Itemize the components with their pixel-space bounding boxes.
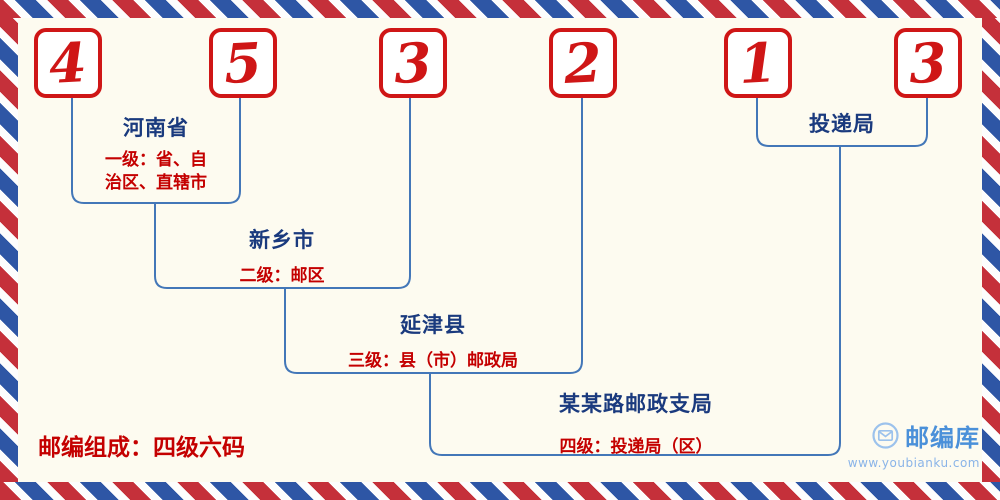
level-1-description: 一级：省、自治区、直辖市	[105, 150, 207, 193]
brand-block[interactable]: 邮编库 www.youbianku.com	[848, 418, 980, 470]
level-4-region-name: 某某路邮政支局	[559, 392, 713, 416]
brand-name[interactable]: 邮编库	[905, 424, 980, 452]
level-1-region-name: 河南省	[123, 116, 189, 140]
level-3-description: 三级：县（市）邮政局	[348, 351, 518, 371]
level-3-label: 延津县 三级：县（市）邮政局	[348, 309, 518, 371]
composition-note: 邮编组成：四级六码	[38, 435, 245, 461]
bracket-delivery-office	[756, 95, 928, 147]
delivery-office-label: 投递局	[809, 108, 875, 138]
delivery-office-name: 投递局	[809, 112, 875, 136]
envelope-logo-icon	[872, 422, 899, 449]
postal-digit-1: 4	[47, 30, 89, 96]
bracket-level-2	[154, 95, 411, 289]
airmail-border-left	[0, 18, 18, 482]
bracket-level-3	[284, 95, 583, 374]
bracket-level-1	[71, 95, 241, 204]
level-2-label: 新乡市 二级：邮区	[240, 224, 325, 286]
level-4-description: 四级：投递局（区）	[559, 437, 713, 457]
postal-digit-3: 3	[392, 30, 434, 96]
level-1-label: 河南省 一级：省、自治区、直辖市	[103, 112, 209, 195]
airmail-border-right	[982, 18, 1000, 482]
postal-digit-box-5: 1	[724, 28, 792, 98]
brand-logo-link[interactable]: 邮编库	[872, 418, 980, 453]
airmail-border-bottom	[0, 482, 1000, 500]
level-4-label: 某某路邮政支局 四级：投递局（区）	[559, 388, 713, 457]
level-3-region-name: 延津县	[400, 313, 466, 337]
airmail-border-top	[0, 0, 1000, 18]
level-2-description: 二级：邮区	[239, 266, 325, 286]
postal-digit-box-4: 2	[549, 28, 617, 98]
postal-digit-4: 2	[562, 30, 604, 96]
bracket-level-4	[429, 145, 841, 456]
postal-digit-box-3: 3	[379, 28, 447, 98]
postal-digit-box-2: 5	[209, 28, 277, 98]
postal-digit-6: 3	[907, 30, 949, 96]
level-2-region-name: 新乡市	[249, 228, 315, 252]
postal-digit-box-1: 4	[34, 28, 102, 98]
postal-digit-box-6: 3	[894, 28, 962, 98]
postal-digit-5: 1	[737, 30, 779, 96]
brand-url[interactable]: www.youbianku.com	[847, 456, 980, 470]
postal-digit-2: 5	[222, 30, 264, 96]
